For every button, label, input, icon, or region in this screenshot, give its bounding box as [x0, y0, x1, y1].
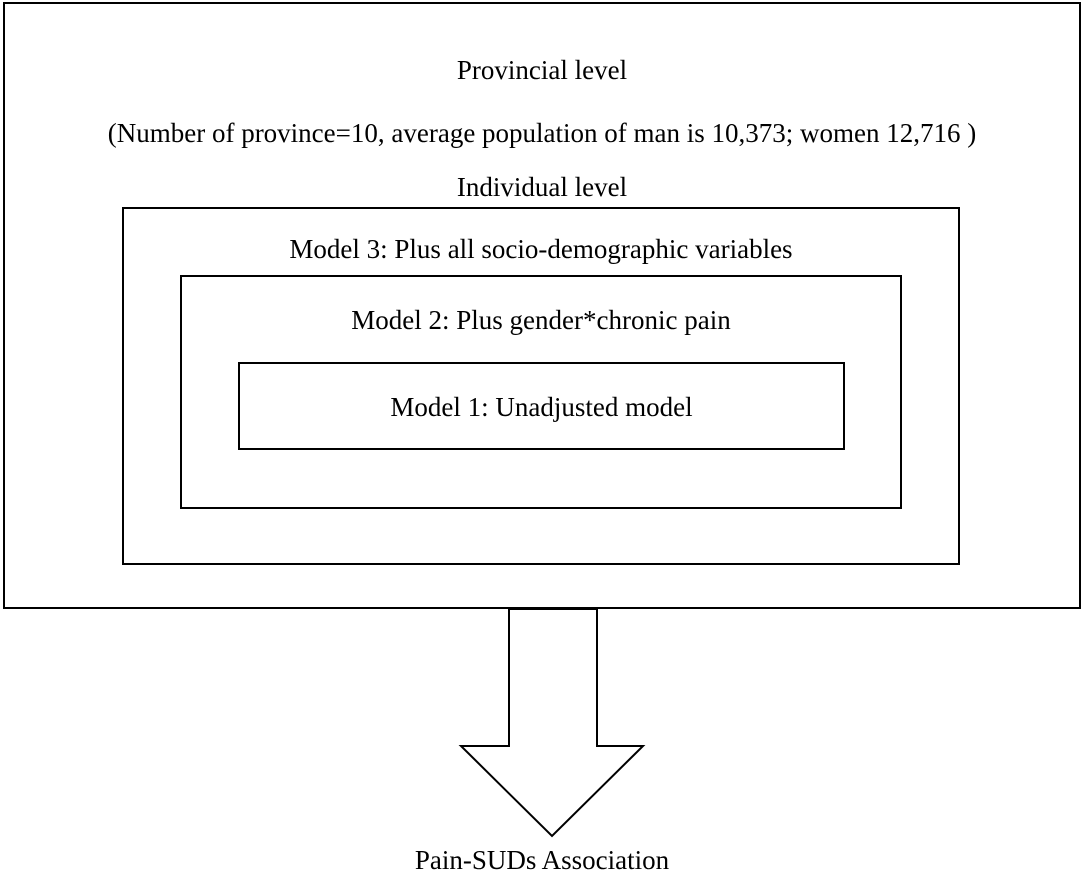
- model-1-label: Model 1: Unadjusted model: [390, 392, 693, 422]
- model-2-box: Model 2: Plus gender*chronic pain: [180, 275, 902, 509]
- model-2-label: Model 2: Plus gender*chronic pain: [351, 305, 731, 335]
- provincial-level-detail: (Number of province=10, average populati…: [107, 118, 977, 148]
- model-3-label: Model 3: Plus all socio-demographic vari…: [289, 234, 793, 264]
- model-3-box: Model 3: Plus all socio-demographic vari…: [122, 207, 960, 565]
- individual-level-title: Individual level: [456, 172, 628, 202]
- down-arrow-shape: [458, 608, 646, 838]
- model-1-box: Model 1: Unadjusted model: [238, 362, 845, 450]
- provincial-level-title: Provincial level: [456, 55, 628, 85]
- pain-suds-association-label: Pain-SUDs Association: [414, 845, 670, 875]
